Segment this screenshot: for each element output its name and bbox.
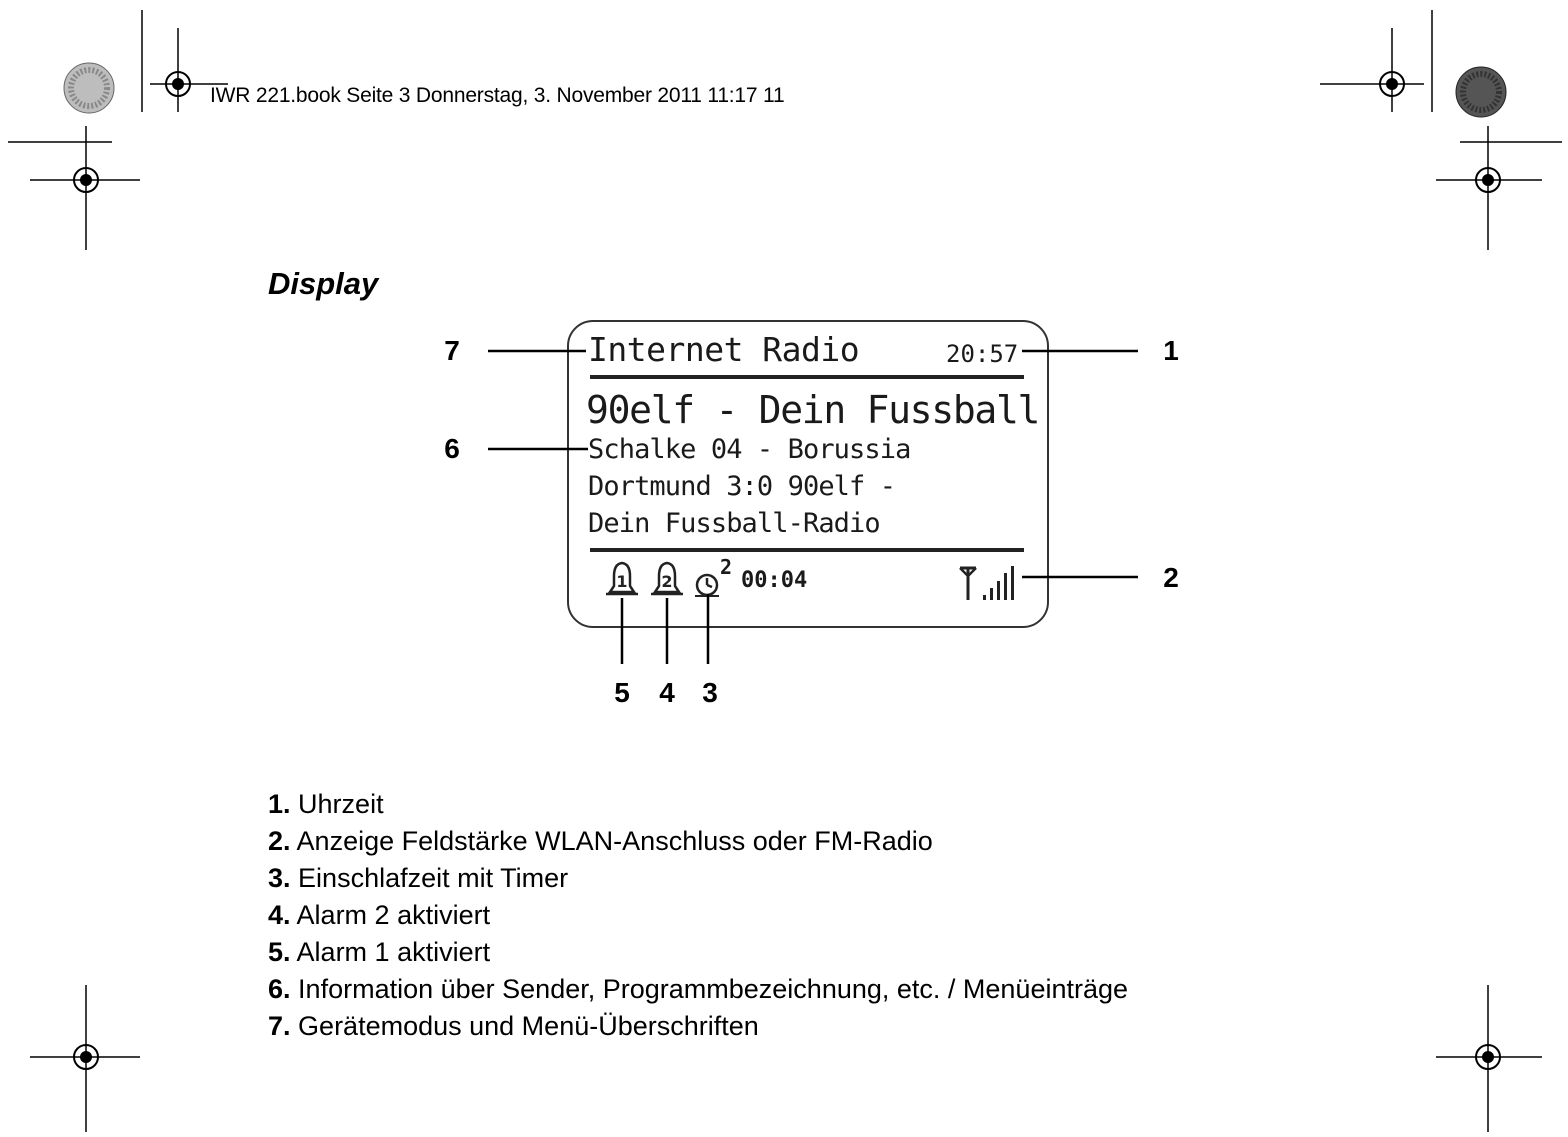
legend-number: 1. [268, 789, 291, 819]
lcd-clock-text: 20:57 [946, 340, 1019, 368]
lcd-divider-top [590, 375, 1024, 379]
sleep-superscript: 2 [720, 555, 733, 579]
legend-number: 6. [268, 974, 291, 1004]
crop-mark-top-right [1320, 10, 1562, 250]
color-calibration-wheel-light [63, 62, 115, 114]
svg-text:1: 1 [616, 572, 627, 591]
callout-number-1: 1 [1163, 335, 1179, 366]
legend-item: 3. Einschlafzeit mit Timer [268, 860, 1128, 897]
legend-list: 1. Uhrzeit 2. Anzeige Feldstärke WLAN-An… [268, 786, 1128, 1045]
lcd-display [567, 320, 1049, 628]
lcd-info-line: Dein Fussball-Radio [588, 508, 881, 539]
section-title: Display [268, 266, 379, 301]
callout-number-6: 6 [444, 433, 460, 464]
callout-number-5: 5 [614, 677, 630, 708]
legend-number: 7. [268, 1011, 291, 1041]
legend-number: 4. [268, 900, 291, 930]
legend-number: 5. [268, 937, 291, 967]
legend-text: Einschlafzeit mit Timer [298, 863, 569, 893]
legend-text: Alarm 1 aktiviert [296, 937, 491, 967]
legend-text: Alarm 2 aktiviert [296, 900, 491, 930]
legend-item: 4. Alarm 2 aktiviert [268, 897, 1128, 934]
lcd-mode-text: Internet Radio [588, 330, 860, 369]
lcd-divider-bottom [590, 548, 1024, 552]
sleep-time-text: 00:04 [741, 568, 808, 593]
alarm-1-icon: 1 [606, 561, 638, 596]
legend-text: Anzeige Feldstärke WLAN-Anschluss oder F… [296, 826, 933, 856]
callout-number-3: 3 [702, 677, 718, 708]
legend-item: 1. Uhrzeit [268, 786, 1128, 823]
legend-text: Gerätemodus und Menü-Überschriften [298, 1011, 759, 1041]
legend-number: 3. [268, 863, 291, 893]
lcd-info-line: Dortmund 3:0 90elf - [588, 471, 896, 502]
legend-item: 2. Anzeige Feldstärke WLAN-Anschluss ode… [268, 823, 1128, 860]
alarm-2-icon: 2 [651, 561, 683, 596]
print-header: IWR 221.book Seite 3 Donnerstag, 3. Nove… [210, 84, 785, 107]
color-calibration-wheel-dark [1455, 66, 1507, 118]
legend-item: 7. Gerätemodus und Menü-Überschriften [268, 1008, 1128, 1045]
callout-number-2: 2 [1163, 562, 1179, 593]
legend-text: Information über Sender, Programmbezeich… [298, 974, 1129, 1004]
sleep-timer-icon [695, 573, 719, 597]
legend-text: Uhrzeit [298, 789, 384, 819]
legend-number: 2. [268, 826, 291, 856]
signal-strength-icon [959, 566, 1014, 600]
lcd-info-line: Schalke 04 - Borussia [588, 434, 911, 465]
svg-text:2: 2 [661, 572, 672, 591]
legend-item: 6. Information über Sender, Programmbeze… [268, 971, 1128, 1008]
legend-item: 5. Alarm 1 aktiviert [268, 934, 1128, 971]
lcd-station-text: 90elf - Dein Fussball [586, 388, 1040, 432]
callout-number-7: 7 [444, 335, 460, 366]
callout-number-4: 4 [659, 677, 675, 708]
